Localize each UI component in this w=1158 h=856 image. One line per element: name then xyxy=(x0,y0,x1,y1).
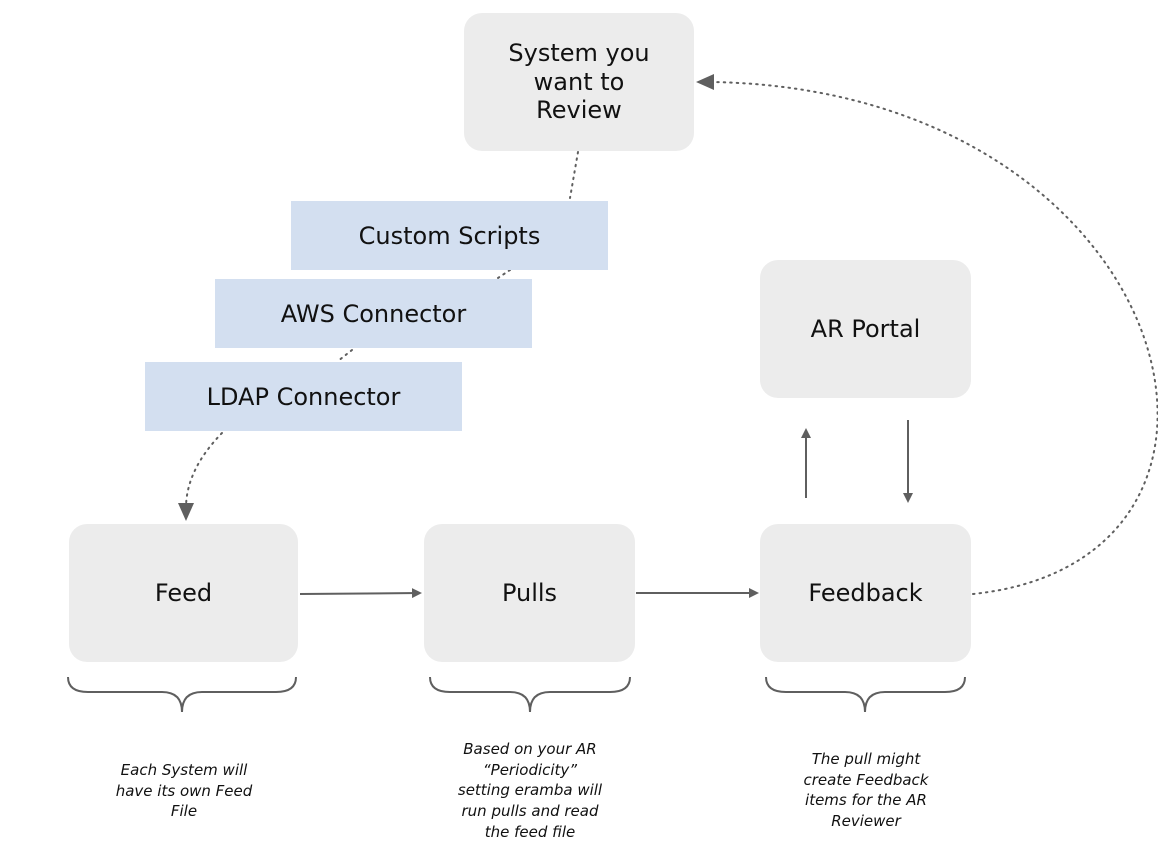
aws-connector: AWS Connector xyxy=(215,279,532,348)
ar-portal-node: AR Portal xyxy=(760,260,971,398)
ldap-connector: LDAP Connector xyxy=(145,362,462,431)
dotted-link-system-to-connectors xyxy=(569,151,579,199)
brace-pulls xyxy=(429,676,631,713)
dotted-arrow-feedback-to-system xyxy=(711,81,1158,595)
pulls-note: Based on your AR “Periodicity” setting e… xyxy=(457,740,603,841)
feedback-node: Feedback xyxy=(760,524,971,662)
arrowhead-ldap-to-feed xyxy=(178,503,194,521)
dotted-arrow-ldap-to-feed xyxy=(185,432,223,509)
system-to-review-node: System you want to Review xyxy=(464,13,694,151)
arrow-feed-to-pulls xyxy=(299,588,422,599)
brace-feedback xyxy=(765,676,966,713)
feed-note: Each System will have its own Feed File xyxy=(115,761,253,821)
dotted-link-aws-to-ldap xyxy=(337,349,353,362)
feedback-note: The pull might create Feedback items for… xyxy=(803,750,929,831)
pulls-node: Pulls xyxy=(424,524,635,662)
dotted-link-custom-to-aws xyxy=(497,269,511,279)
custom-scripts-connector: Custom Scripts xyxy=(291,201,608,270)
brace-feed xyxy=(67,676,297,713)
feed-node: Feed xyxy=(69,524,298,662)
arrowhead-feedback-to-system xyxy=(696,74,714,90)
